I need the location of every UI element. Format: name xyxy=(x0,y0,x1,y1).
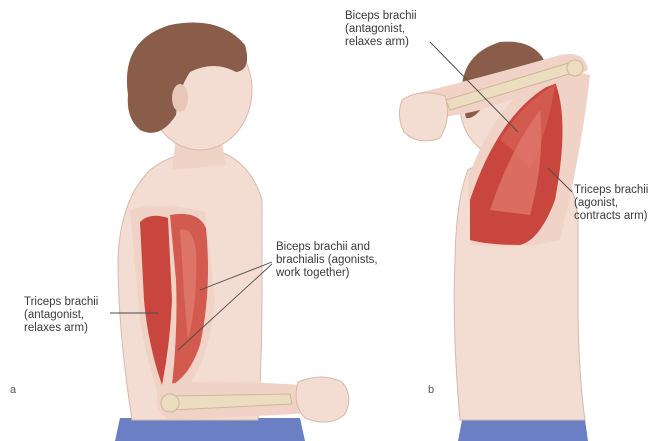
label-b-biceps-line-2: (antagonist, xyxy=(345,23,417,36)
figure-b-pants xyxy=(458,420,588,441)
label-a-biceps: Biceps brachii and brachialis (agonists,… xyxy=(276,241,378,280)
label-b-triceps-line-2: (agonist, xyxy=(574,197,648,210)
label-a-triceps-line-2: (antagonist, xyxy=(24,309,98,322)
label-a-biceps-line-3: work together) xyxy=(276,267,378,280)
label-b-triceps: Triceps brachii (agonist, contracts arm) xyxy=(574,184,648,223)
figure-b-elbow-joint xyxy=(567,60,583,76)
label-b-biceps-line-1: Biceps brachii xyxy=(345,10,417,23)
label-b-triceps-line-1: Triceps brachii xyxy=(574,184,648,197)
figure-a-elbow-joint xyxy=(161,394,179,412)
label-a-biceps-line-1: Biceps brachii and xyxy=(276,241,378,254)
label-a-triceps-line-1: Triceps brachii xyxy=(24,296,98,309)
label-b-biceps-line-3: relaxes arm) xyxy=(345,36,417,49)
label-a-triceps-line-3: relaxes arm) xyxy=(24,322,98,335)
figure-b-person xyxy=(399,42,590,441)
label-a-biceps-line-2: brachialis (agonists, xyxy=(276,254,378,267)
label-b-triceps-line-3: contracts arm) xyxy=(574,210,648,223)
panel-letter-a: a xyxy=(10,384,16,396)
figure-b-hand xyxy=(399,93,447,141)
figure-a-fist xyxy=(296,377,349,422)
label-a-triceps: Triceps brachii (antagonist, relaxes arm… xyxy=(24,296,98,335)
figure-a-ear xyxy=(172,84,188,112)
figure-a-pants xyxy=(115,418,305,441)
label-b-biceps: Biceps brachii (antagonist, relaxes arm) xyxy=(345,10,417,49)
panel-letter-b: b xyxy=(428,384,434,396)
figure-a-person xyxy=(110,23,349,441)
